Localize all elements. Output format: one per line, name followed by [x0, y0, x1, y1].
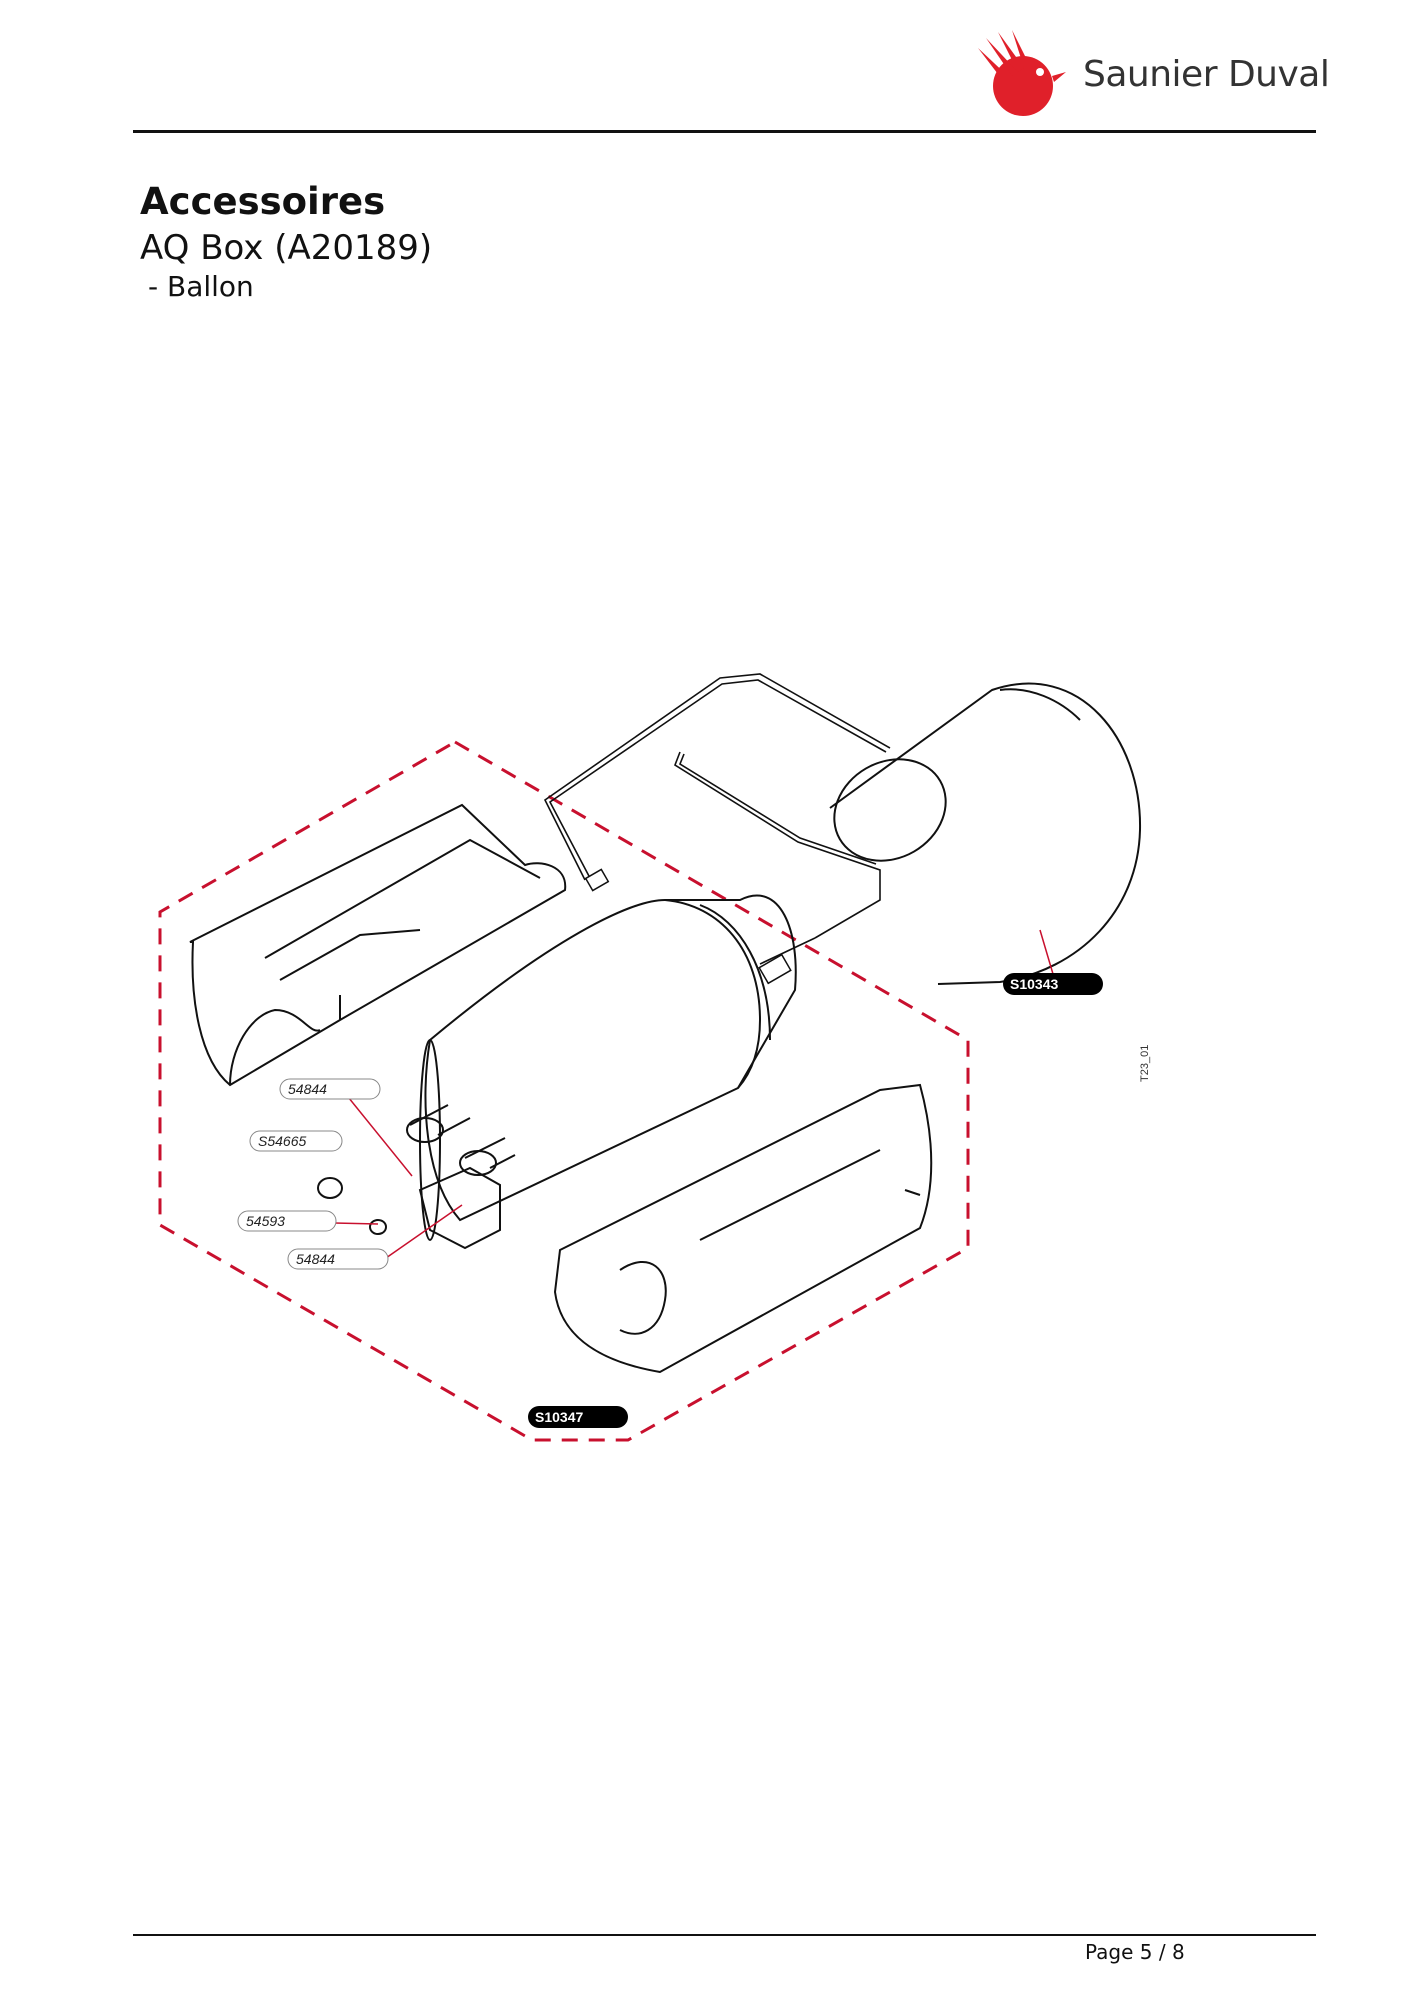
- part-ref: S54665: [258, 1133, 306, 1149]
- lower-cover: [553, 1083, 933, 1374]
- assembly-ref: S10343: [1010, 976, 1058, 992]
- header-rule: [133, 130, 1316, 133]
- part-ref: 54593: [246, 1213, 285, 1229]
- page-subtitle: AQ Box (A20189): [140, 228, 433, 268]
- insulation-jacket: [829, 682, 1142, 985]
- part-callout: 54844: [287, 1248, 389, 1270]
- upper-cover: [189, 803, 567, 1087]
- part-ref: 54844: [296, 1251, 335, 1267]
- water-tank: [419, 894, 797, 1241]
- brand-logo: [978, 30, 1066, 116]
- connector: [584, 868, 792, 985]
- part-callout: S54665: [249, 1130, 343, 1152]
- page-title: Accessoires: [140, 180, 386, 223]
- pipe-fittings: [317, 1104, 516, 1250]
- part-callout: 54844: [279, 1078, 381, 1100]
- bird-logo-icon: [978, 30, 1066, 116]
- part-callout: 54593: [237, 1210, 337, 1232]
- footer-rule: [133, 1934, 1316, 1936]
- cable: [543, 673, 891, 965]
- assembly-ref: S10347: [535, 1409, 583, 1425]
- assembly-boundary: [158, 740, 970, 1442]
- assembly-tag: S10343: [1003, 973, 1103, 995]
- part-ref: 54844: [288, 1081, 327, 1097]
- page-number: Page 5 / 8: [1085, 1940, 1185, 1964]
- leader-lines: [333, 929, 1054, 1259]
- brand-name: Saunier Duval: [1083, 54, 1330, 95]
- assembly-tag: S10347: [528, 1406, 628, 1428]
- drawing-code: T23_01: [1139, 1045, 1151, 1082]
- section-label: - Ballon: [148, 270, 254, 303]
